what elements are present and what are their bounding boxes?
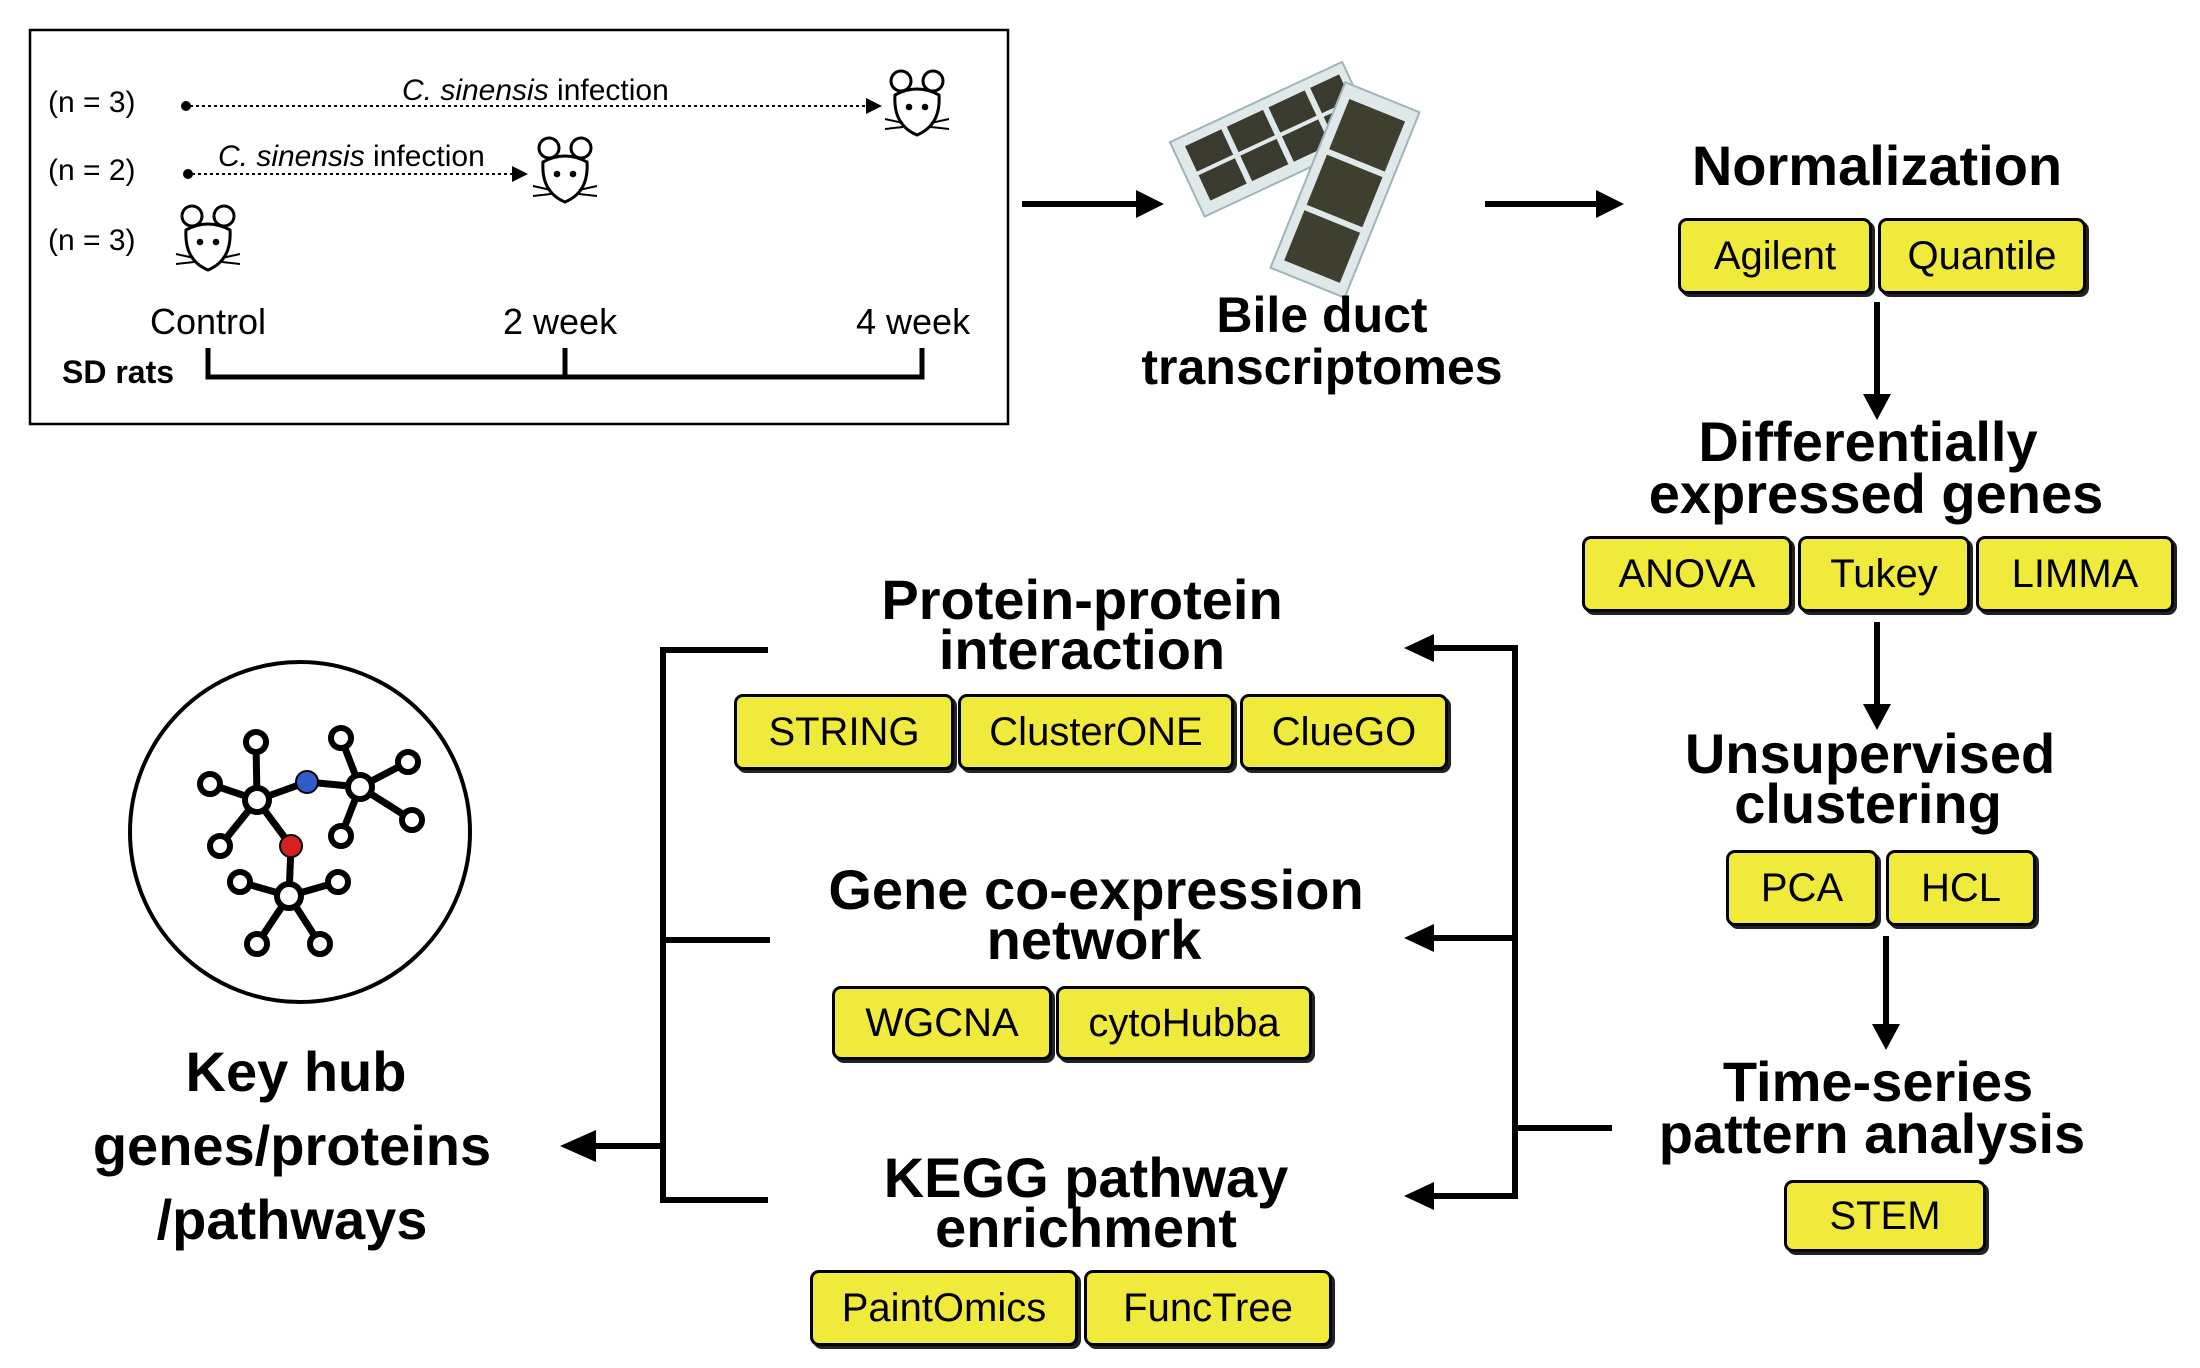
branch-connector-left: [592, 647, 770, 1203]
tick-2week: 2 week: [503, 301, 618, 342]
branch-connector-right: [1430, 645, 1612, 1199]
rat-icon: [175, 204, 241, 272]
clustering-title-line2: clustering: [1734, 772, 2002, 835]
tool-pca: PCA: [1726, 850, 1878, 926]
tool-cytohubba: cytoHubba: [1056, 986, 1312, 1060]
deg-title-line1: Differentially: [1698, 410, 2038, 473]
hub-node-blue: [295, 770, 319, 794]
tool-clusterone: ClusterONE: [958, 694, 1234, 770]
tool-agilent: Agilent: [1678, 218, 1872, 294]
tool-cluego: ClueGO: [1240, 694, 1448, 770]
clustering-title-line1: Unsupervised: [1684, 722, 2056, 785]
deg-title-line2: expressed genes: [1648, 462, 2104, 525]
tool-quantile: Quantile: [1878, 218, 2086, 294]
tool-anova: ANOVA: [1582, 536, 1792, 612]
pathogen-name: C. sinensis: [402, 74, 549, 107]
tool-paintomics: PaintOmics: [810, 1270, 1078, 1346]
group-n-1: (n = 3): [48, 86, 136, 119]
transcriptomes-label-line2: transcriptomes: [1141, 339, 1503, 395]
transcriptomes-label-line1: Bile duct: [1216, 287, 1428, 343]
arrowheads: [1136, 190, 1900, 1050]
group-n-3: (n = 3): [48, 224, 136, 257]
group-n-2: (n = 2): [48, 154, 136, 187]
output-line3: /pathways: [156, 1188, 428, 1251]
network-hub-icon: [128, 660, 472, 1004]
output-arrowhead: [560, 1130, 596, 1162]
infection-word: infection: [364, 140, 485, 173]
coexpression-title-line2: network: [986, 908, 1202, 971]
rat-icon: [884, 69, 950, 137]
tool-wgcna: WGCNA: [832, 986, 1052, 1060]
infection-word: infection: [548, 74, 669, 107]
infection-arrow-2week: [183, 166, 528, 182]
tool-string: STRING: [734, 694, 954, 770]
branch-arrowheads-right: [1404, 634, 1434, 1210]
tool-hcl: HCL: [1886, 850, 2036, 926]
ppi-title-line1: Protein-protein: [881, 568, 1283, 631]
tick-control: Control: [150, 301, 267, 342]
tool-functree: FuncTree: [1084, 1270, 1332, 1346]
infection-label-2week: C. sinensis infection: [218, 142, 485, 172]
hub-node-red: [279, 834, 303, 858]
tick-4week: 4 week: [856, 301, 971, 342]
timeseries-title-line2: pattern analysis: [1658, 1102, 2086, 1165]
flow-arrows: [1022, 201, 1889, 1028]
tool-tukey: Tukey: [1798, 536, 1970, 612]
tool-stem: STEM: [1784, 1180, 1986, 1252]
rat-icon: [532, 136, 598, 204]
tool-limma: LIMMA: [1976, 536, 2174, 612]
timeline-axis: [205, 348, 925, 380]
infection-arrow-4week: [181, 98, 882, 114]
pathogen-name: C. sinensis: [218, 140, 365, 173]
microarray-slides-icon: [1168, 60, 1421, 300]
kegg-title-line2: enrichment: [935, 1196, 1237, 1259]
output-line1: Key hub: [185, 1040, 407, 1103]
infection-label-4week: C. sinensis infection: [402, 76, 669, 106]
coexpression-title-line1: Gene co-expression: [828, 858, 1364, 921]
species-label: SD rats: [62, 354, 175, 390]
normalization-title: Normalization: [1691, 134, 2063, 197]
output-line2: genes/proteins: [92, 1114, 492, 1177]
ppi-title-line2: interaction: [938, 618, 1226, 681]
kegg-title-line1: KEGG pathway: [883, 1146, 1289, 1209]
timeseries-title-line1: Time-series: [1722, 1050, 2034, 1113]
